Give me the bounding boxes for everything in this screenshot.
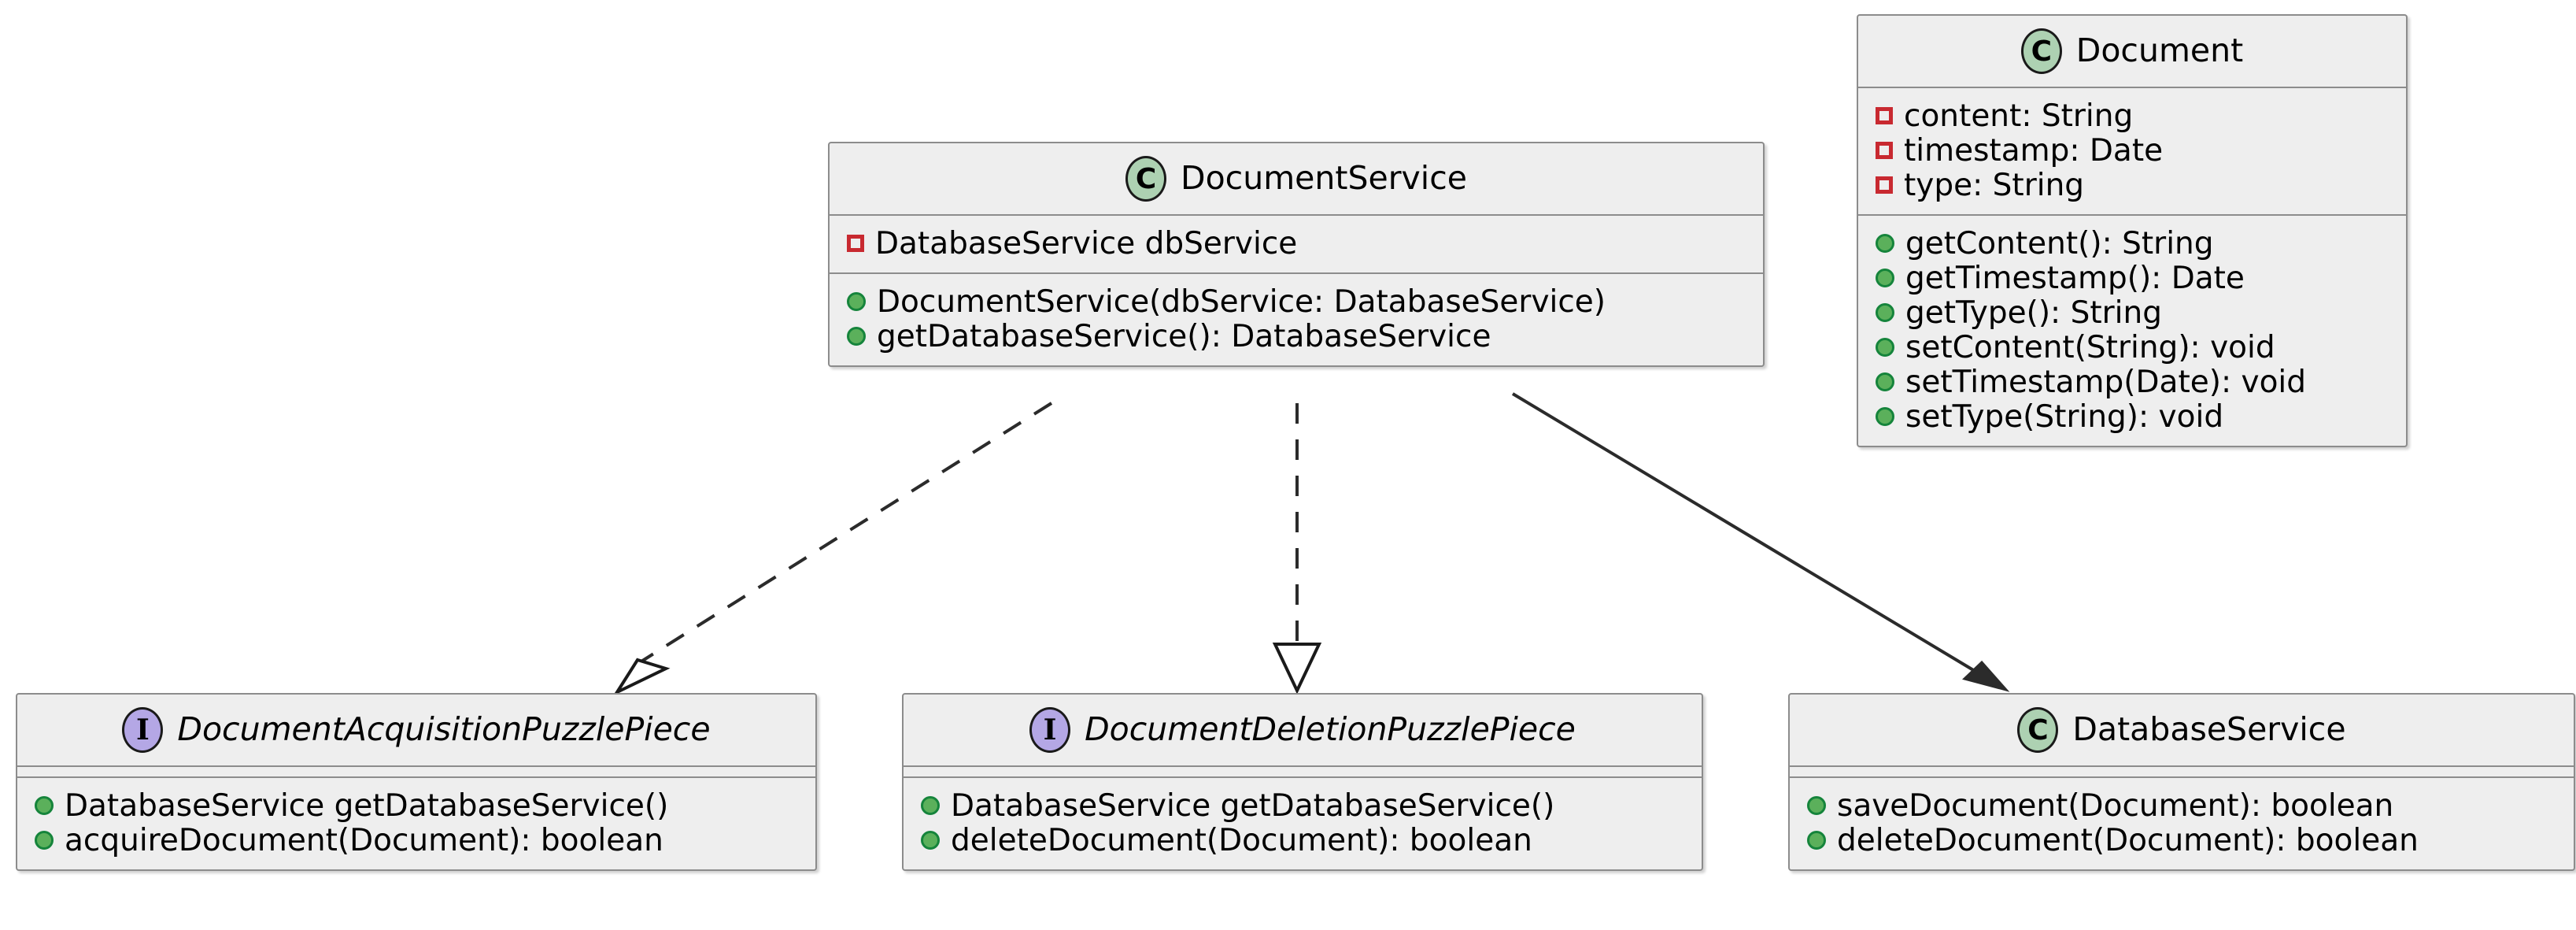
- interface-box-documentdeletionpuzzlepiece[interactable]: I DocumentDeletionPuzzlePiece DatabaseSe…: [902, 693, 1703, 871]
- fields-compartment-documentservice: DatabaseService dbService: [830, 216, 1763, 272]
- compartment-divider: [1858, 87, 2406, 88]
- method-label: acquireDocument(Document): boolean: [65, 822, 663, 858]
- interface-title-documentacquisitionpuzzlepiece: I DocumentAcquisitionPuzzlePiece: [17, 695, 815, 765]
- methods-compartment-documentacquisitionpuzzlepiece: DatabaseService getDatabaseService() acq…: [17, 778, 815, 869]
- method-label: getDatabaseService(): DatabaseService: [877, 318, 1491, 354]
- fields-compartment-databaseservice: [1790, 767, 2574, 776]
- method-row[interactable]: setType(String): void: [1876, 399, 2389, 434]
- method-label: DatabaseService getDatabaseService(): [951, 787, 1555, 824]
- public-method-marker-icon: [847, 292, 866, 311]
- private-field-marker-icon: [1876, 176, 1893, 194]
- fields-compartment-documentacquisitionpuzzlepiece: [17, 767, 815, 776]
- field-row[interactable]: DatabaseService dbService: [847, 226, 1746, 261]
- method-label: setContent(String): void: [1905, 329, 2275, 365]
- method-row[interactable]: getDatabaseService(): DatabaseService: [847, 319, 1746, 354]
- compartment-divider: [17, 765, 815, 767]
- edge-documentservice-to-documentdeletionpuzzlepiece: [1272, 403, 1322, 695]
- field-row[interactable]: type: String: [1876, 168, 2389, 202]
- field-label: DatabaseService dbService: [875, 225, 1298, 261]
- method-row[interactable]: acquireDocument(Document): boolean: [35, 823, 798, 858]
- compartment-divider: [830, 214, 1763, 216]
- method-label: setType(String): void: [1905, 398, 2224, 435]
- public-method-marker-icon: [921, 796, 940, 815]
- method-row[interactable]: deleteDocument(Document): boolean: [1807, 823, 2556, 858]
- compartment-divider: [904, 765, 1702, 767]
- private-field-marker-icon: [1876, 107, 1893, 124]
- interface-name-label: DocumentDeletionPuzzlePiece: [1085, 710, 1576, 749]
- class-box-databaseservice[interactable]: C DatabaseService saveDocument(Document)…: [1788, 693, 2575, 871]
- method-label: saveDocument(Document): boolean: [1837, 787, 2394, 824]
- class-title-databaseservice: C DatabaseService: [1790, 695, 2574, 765]
- compartment-divider: [830, 272, 1763, 274]
- method-label: deleteDocument(Document): boolean: [1837, 822, 2419, 858]
- compartment-divider: [904, 776, 1702, 778]
- class-name-label: DatabaseService: [2072, 710, 2346, 749]
- method-row[interactable]: getContent(): String: [1876, 226, 2389, 261]
- methods-compartment-documentdeletionpuzzlepiece: DatabaseService getDatabaseService() del…: [904, 778, 1702, 869]
- fields-compartment-document: content: String timestamp: Date type: St…: [1858, 88, 2406, 214]
- method-label: getType(): String: [1905, 295, 2162, 331]
- public-method-marker-icon: [1876, 338, 1894, 357]
- interface-name-label: DocumentAcquisitionPuzzlePiece: [177, 710, 711, 749]
- public-method-marker-icon: [921, 831, 940, 850]
- methods-compartment-documentservice: DocumentService(dbService: DatabaseServi…: [830, 274, 1763, 365]
- field-label: timestamp: Date: [1904, 132, 2164, 169]
- method-row[interactable]: getTimestamp(): Date: [1876, 261, 2389, 295]
- public-method-marker-icon: [1807, 796, 1826, 815]
- methods-compartment-databaseservice: saveDocument(Document): boolean deleteDo…: [1790, 778, 2574, 869]
- method-row[interactable]: DocumentService(dbService: DatabaseServi…: [847, 284, 1746, 319]
- class-stereotype-icon: C: [1125, 156, 1167, 202]
- method-label: deleteDocument(Document): boolean: [951, 822, 1532, 858]
- public-method-marker-icon: [1876, 407, 1894, 426]
- method-label: getTimestamp(): Date: [1905, 260, 2245, 296]
- class-stereotype-icon: C: [2020, 28, 2062, 74]
- method-label: getContent(): String: [1905, 225, 2214, 261]
- class-title-document: C Document: [1858, 16, 2406, 87]
- method-row[interactable]: setTimestamp(Date): void: [1876, 365, 2389, 399]
- public-method-marker-icon: [35, 831, 54, 850]
- interface-box-documentacquisitionpuzzlepiece[interactable]: I DocumentAcquisitionPuzzlePiece Databas…: [16, 693, 817, 871]
- public-method-marker-icon: [1876, 269, 1894, 287]
- class-name-label: Document: [2075, 31, 2244, 70]
- method-row[interactable]: DatabaseService getDatabaseService(): [35, 788, 798, 823]
- class-name-label: DocumentService: [1181, 159, 1467, 198]
- public-method-marker-icon: [847, 327, 866, 346]
- class-stereotype-icon: C: [2017, 707, 2059, 753]
- private-field-marker-icon: [847, 235, 864, 252]
- method-row[interactable]: getType(): String: [1876, 295, 2389, 330]
- compartment-divider: [17, 776, 815, 778]
- class-title-documentservice: C DocumentService: [830, 143, 1763, 214]
- public-method-marker-icon: [1876, 372, 1894, 391]
- field-row[interactable]: timestamp: Date: [1876, 133, 2389, 168]
- class-box-documentservice[interactable]: C DocumentService DatabaseService dbServ…: [828, 142, 1765, 367]
- method-label: DocumentService(dbService: DatabaseServi…: [877, 283, 1606, 320]
- interface-stereotype-icon: I: [122, 707, 164, 753]
- edge-documentservice-to-documentacquisitionpuzzlepiece: [612, 402, 1053, 696]
- public-method-marker-icon: [1876, 303, 1894, 322]
- class-box-document[interactable]: C Document content: String timestamp: Da…: [1857, 14, 2408, 447]
- field-label: content: String: [1904, 98, 2134, 134]
- compartment-divider: [1790, 776, 2574, 778]
- fields-compartment-documentdeletionpuzzlepiece: [904, 767, 1702, 776]
- method-row[interactable]: saveDocument(Document): boolean: [1807, 788, 2556, 823]
- methods-compartment-document: getContent(): String getTimestamp(): Dat…: [1858, 216, 2406, 446]
- public-method-marker-icon: [1876, 234, 1894, 253]
- method-label: DatabaseService getDatabaseService(): [65, 787, 669, 824]
- public-method-marker-icon: [1807, 831, 1826, 850]
- interface-title-documentdeletionpuzzlepiece: I DocumentDeletionPuzzlePiece: [904, 695, 1702, 765]
- private-field-marker-icon: [1876, 142, 1893, 159]
- method-label: setTimestamp(Date): void: [1905, 364, 2307, 400]
- interface-stereotype-icon: I: [1029, 707, 1071, 753]
- public-method-marker-icon: [35, 796, 54, 815]
- method-row[interactable]: setContent(String): void: [1876, 330, 2389, 365]
- field-label: type: String: [1904, 167, 2085, 203]
- field-row[interactable]: content: String: [1876, 98, 2389, 133]
- method-row[interactable]: deleteDocument(Document): boolean: [921, 823, 1684, 858]
- compartment-divider: [1790, 765, 2574, 767]
- method-row[interactable]: DatabaseService getDatabaseService(): [921, 788, 1684, 823]
- compartment-divider: [1858, 214, 2406, 216]
